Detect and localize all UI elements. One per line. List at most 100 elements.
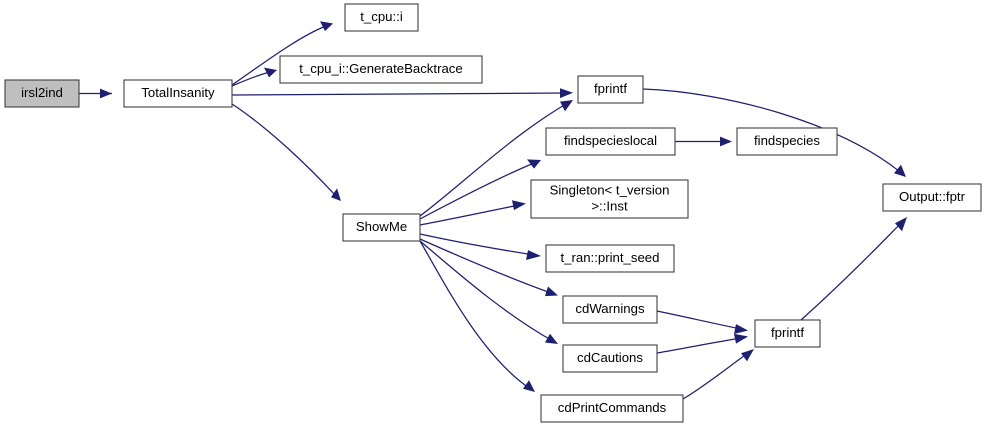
- arrowhead-icon: [720, 136, 732, 147]
- edge-showme-to-singleton: [419, 200, 526, 226]
- arrowhead-icon: [734, 333, 748, 344]
- edge-fprintf_bot-to-outputfptr: [800, 217, 907, 321]
- arrowhead-icon: [512, 200, 526, 211]
- edge-cdwarnings-to-fprintf_bot: [656, 310, 748, 334]
- edge-totalinsanity-to-showme: [231, 103, 341, 201]
- node-box[interactable]: [736, 127, 838, 156]
- graph-node-outputfptr[interactable]: Output::fptr: [882, 183, 982, 212]
- node-label: t_ran::print_seed: [561, 250, 660, 265]
- node-label: findspecies: [754, 133, 820, 148]
- edge-cdcautions-to-fprintf_bot: [656, 333, 748, 354]
- edge-showme-to-printseed: [419, 233, 541, 260]
- graph-node-printseed[interactable]: t_ran::print_seed: [545, 244, 675, 273]
- edge-line: [231, 71, 271, 87]
- node-label: t_cpu_i::GenerateBacktrace: [299, 61, 462, 76]
- node-label: ShowMe: [356, 219, 407, 234]
- edge-line: [231, 103, 337, 197]
- edge-totalinsanity-to-tcpui: [231, 21, 333, 86]
- node-label: fprintf: [771, 325, 804, 340]
- node-box[interactable]: [540, 394, 684, 423]
- node-box[interactable]: [562, 344, 658, 373]
- edge-line: [800, 221, 903, 321]
- graph-node-findspecieslocal[interactable]: findspecieslocal: [545, 127, 676, 156]
- node-label: cdPrintCommands: [558, 400, 667, 415]
- arrowhead-icon: [545, 286, 558, 297]
- arrowhead-icon: [331, 188, 341, 201]
- arrowhead-icon: [734, 324, 748, 334]
- graph-node-singleton[interactable]: Singleton< t_version>::Inst: [530, 179, 689, 219]
- nodes-layer: irsl2ind TotalInsanity t_cpu::it_cpu_i::Ge…: [4, 3, 982, 423]
- edges-layer: [79, 21, 907, 400]
- arrowhead-icon: [526, 250, 541, 260]
- node-box[interactable]: [882, 183, 982, 212]
- node-box[interactable]: [562, 295, 658, 324]
- arrowhead-icon: [320, 21, 333, 32]
- arrowhead-icon: [545, 333, 558, 344]
- arrowhead-icon: [100, 88, 112, 99]
- node-box[interactable]: [754, 319, 821, 348]
- node-label: irsl2ind: [21, 85, 63, 100]
- edge-irsl2ind-to-totalinsanity: [79, 88, 112, 99]
- arrowhead-icon: [895, 217, 907, 232]
- node-label: Singleton< t_version: [550, 182, 670, 197]
- edge-fprintf_top-to-outputfptr: [642, 88, 906, 177]
- edge-line: [642, 88, 901, 173]
- graph-node-genbacktrace[interactable]: t_cpu_i::GenerateBacktrace: [279, 55, 483, 84]
- node-box[interactable]: [545, 127, 676, 156]
- graph-node-totalinsanity[interactable]: TotalInsanity: [123, 79, 233, 108]
- graph-node-tcpui[interactable]: t_cpu::i: [344, 3, 419, 32]
- edge-totalinsanity-to-fprintf_top: [231, 88, 573, 99]
- node-label: fprintf: [594, 81, 627, 96]
- node-label: cdWarnings: [575, 301, 645, 316]
- arrowhead-icon: [523, 380, 535, 392]
- graph-node-irsl2ind[interactable]: irsl2ind: [4, 79, 80, 108]
- node-box[interactable]: [279, 55, 483, 84]
- edge-line: [419, 238, 552, 294]
- edge-line: [231, 92, 567, 96]
- edge-showme-to-fprintf_top: [419, 100, 573, 217]
- edge-cdprintcommands-to-fprintf_bot: [682, 349, 754, 400]
- edge-line: [419, 233, 535, 256]
- edge-line: [419, 162, 535, 220]
- arrowhead-icon: [560, 100, 573, 112]
- graph-node-cdcautions[interactable]: cdCautions: [562, 344, 658, 373]
- arrowhead-icon: [894, 164, 906, 177]
- node-box[interactable]: [344, 3, 419, 32]
- node-box[interactable]: [4, 79, 80, 108]
- graph-node-findspecies[interactable]: findspecies: [736, 127, 838, 156]
- arrowhead-icon: [264, 67, 277, 78]
- arrowhead-icon: [560, 88, 573, 99]
- edge-line: [419, 240, 552, 341]
- edge-findspecieslocal-to-findspecies: [675, 136, 732, 147]
- node-label: >::Inst: [591, 198, 628, 213]
- node-box[interactable]: [577, 75, 644, 104]
- edge-line: [231, 25, 327, 86]
- graph-node-fprintf_top[interactable]: fprintf: [577, 75, 644, 104]
- edge-line: [656, 337, 742, 354]
- node-label: findspecieslocal: [564, 133, 657, 148]
- node-label: Output::fptr: [899, 189, 966, 204]
- edge-showme-to-cdwarnings: [419, 238, 558, 297]
- edge-line: [419, 103, 567, 217]
- node-box[interactable]: [545, 244, 675, 273]
- node-box[interactable]: [530, 179, 689, 219]
- graph-node-showme[interactable]: ShowMe: [342, 213, 421, 242]
- edge-showme-to-findspecieslocal: [419, 159, 541, 220]
- arrowhead-icon: [741, 349, 754, 362]
- edge-line: [419, 204, 520, 226]
- edge-line: [419, 240, 530, 389]
- node-label: t_cpu::i: [360, 9, 403, 24]
- arrowhead-icon: [527, 159, 541, 169]
- edge-line: [656, 310, 742, 330]
- graph-node-cdprintcommands[interactable]: cdPrintCommands: [540, 394, 684, 423]
- node-box[interactable]: [123, 79, 233, 108]
- node-label: cdCautions: [577, 350, 643, 365]
- edge-showme-to-cdprintcommands: [419, 240, 535, 392]
- edge-showme-to-cdcautions: [419, 240, 558, 344]
- graph-node-cdwarnings[interactable]: cdWarnings: [562, 295, 658, 324]
- node-label: TotalInsanity: [141, 85, 215, 100]
- graph-node-fprintf_bot[interactable]: fprintf: [754, 319, 821, 348]
- node-box[interactable]: [342, 213, 421, 242]
